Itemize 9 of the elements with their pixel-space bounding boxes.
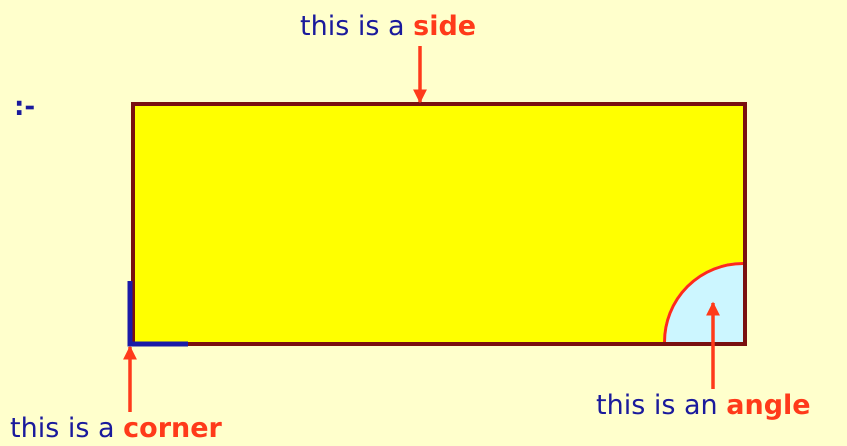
angle-arc [663, 262, 743, 342]
arrow [413, 46, 427, 104]
note-text: :- [14, 92, 36, 122]
callout-text: this is a side [300, 10, 550, 44]
callout-text: this is a corner [10, 412, 270, 446]
callout-text: this is an angle [596, 389, 838, 423]
corner-mark [127, 281, 188, 347]
arrow [123, 346, 137, 412]
arrow [706, 302, 720, 389]
